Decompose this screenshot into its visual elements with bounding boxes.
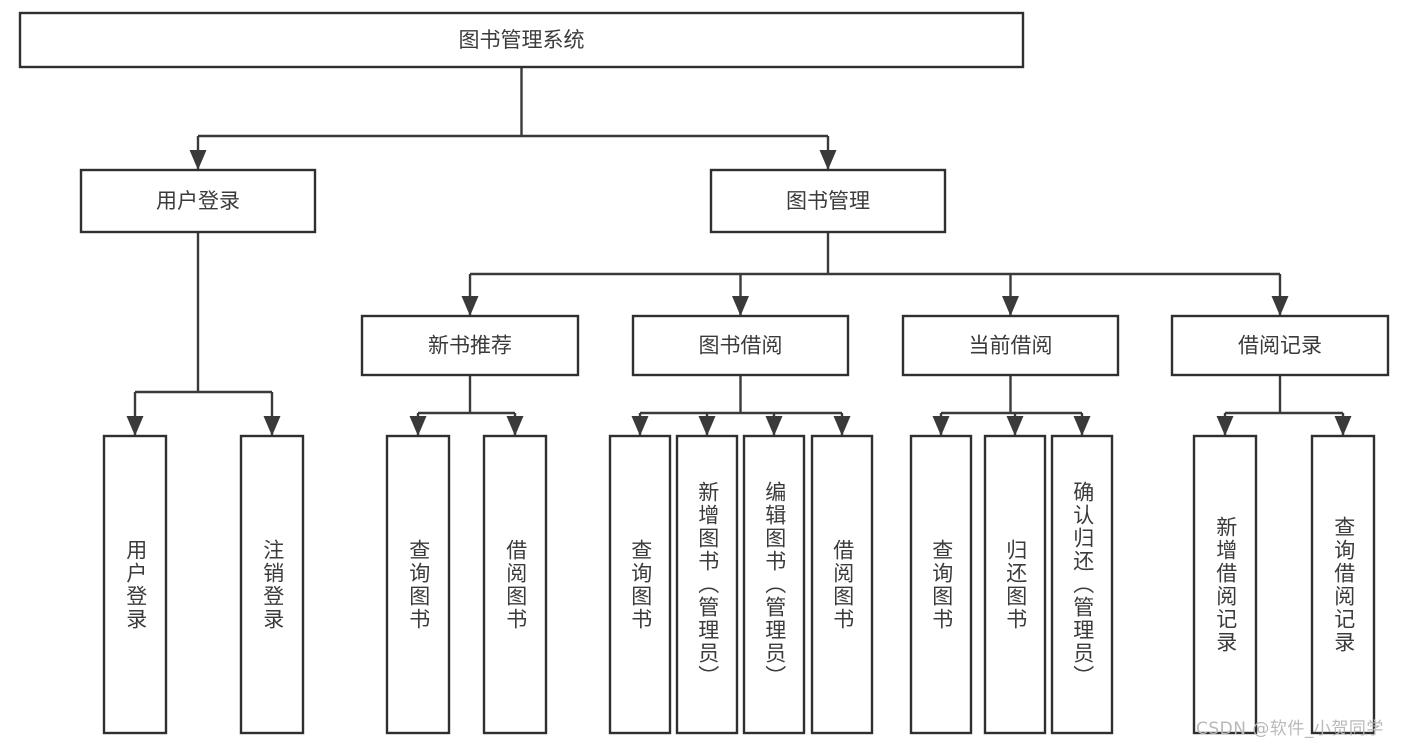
node-new-book-recommend[interactable]: 新书推荐 (360, 314, 580, 377)
bookmanage-to-l3-arrow-1 (732, 296, 749, 316)
node-leaf-borrow-book-new[interactable] (482, 434, 548, 735)
root-to-l2-arrow-0 (189, 150, 207, 170)
node-leaf-borrow-book[interactable] (810, 434, 874, 735)
new-book-recommend-to-leaves-arrow-1 (506, 416, 524, 436)
node-leaf-confirm-return[interactable] (1050, 434, 1114, 735)
root-to-l2-arrow-1 (819, 150, 837, 170)
node-box-leaf-edit-book[interactable] (742, 434, 806, 735)
bookmanage-to-l3-arrow-0 (461, 296, 479, 316)
node-box-leaf-logout[interactable] (239, 434, 305, 735)
node-box-leaf-query-book-current[interactable] (909, 434, 973, 735)
node-label-current-borrow: 当前借阅 (969, 334, 1053, 358)
node-box-book-manage[interactable] (709, 168, 947, 234)
node-borrow-record[interactable]: 借阅记录 (1170, 314, 1390, 377)
user-login-to-leaves-arrow-1 (263, 416, 281, 436)
node-label-book-manage: 图书管理 (786, 189, 870, 213)
node-box-root[interactable] (18, 11, 1025, 69)
node-label-user-login: 用户登录 (156, 189, 240, 213)
node-label-new-book-recommend: 新书推荐 (428, 334, 512, 358)
node-box-leaf-user-login[interactable] (102, 434, 168, 735)
node-box-user-login[interactable] (79, 168, 317, 234)
connectors-layer (126, 67, 1352, 436)
node-leaf-return-book[interactable] (983, 434, 1047, 735)
node-box-leaf-return-book[interactable] (983, 434, 1047, 735)
node-box-leaf-query-book-new[interactable] (385, 434, 451, 735)
node-leaf-query-borrow-record[interactable] (1310, 434, 1376, 735)
current-borrow-to-leaves-arrow-1 (1006, 416, 1024, 436)
node-label-book-borrow: 图书借阅 (699, 334, 783, 358)
node-box-book-borrow[interactable] (631, 314, 850, 377)
node-book-manage[interactable]: 图书管理 (709, 168, 947, 234)
node-leaf-query-book-borrow[interactable] (608, 434, 672, 735)
node-box-current-borrow[interactable] (901, 314, 1120, 377)
current-borrow-to-leaves-arrow-0 (932, 416, 950, 436)
bookmanage-to-l3-arrow-3 (1271, 296, 1289, 316)
node-current-borrow[interactable]: 当前借阅 (901, 314, 1120, 377)
borrow-record-to-leaves-arrow-0 (1216, 416, 1234, 436)
csdn-watermark: CSDN @软件_小贺同学 (1196, 719, 1384, 739)
bookmanage-to-l3-arrow-2 (1002, 296, 1019, 316)
node-box-leaf-query-book-borrow[interactable] (608, 434, 672, 735)
book-borrow-to-leaves-arrow-2 (765, 416, 783, 436)
current-borrow-to-leaves-arrow-2 (1073, 416, 1091, 436)
node-user-login[interactable]: 用户登录 (79, 168, 317, 234)
root-title-label: 图书管理系统 (459, 28, 585, 52)
node-leaf-query-book-current[interactable] (909, 434, 973, 735)
node-leaf-edit-book[interactable] (742, 434, 806, 735)
node-box-leaf-add-borrow-record[interactable] (1192, 434, 1258, 735)
node-box-leaf-confirm-return[interactable] (1050, 434, 1114, 735)
book-borrow-to-leaves-arrow-1 (698, 416, 716, 436)
node-leaf-query-book-new[interactable] (385, 434, 451, 735)
node-box-leaf-query-borrow-record[interactable] (1310, 434, 1376, 735)
node-leaf-user-login[interactable] (102, 434, 168, 735)
node-leaf-add-book[interactable] (675, 434, 739, 735)
book-borrow-to-leaves-arrow-0 (631, 416, 649, 436)
node-root[interactable]: 图书管理系统 (18, 11, 1025, 69)
user-login-to-leaves-arrow-0 (126, 416, 144, 436)
node-label-borrow-record: 借阅记录 (1238, 334, 1322, 358)
node-leaf-add-borrow-record[interactable] (1192, 434, 1258, 735)
node-box-leaf-borrow-book-new[interactable] (482, 434, 548, 735)
borrow-record-to-leaves-arrow-1 (1334, 416, 1352, 436)
node-box-new-book-recommend[interactable] (360, 314, 580, 377)
new-book-recommend-to-leaves-arrow-0 (409, 416, 427, 436)
node-book-borrow[interactable]: 图书借阅 (631, 314, 850, 377)
node-box-leaf-borrow-book[interactable] (810, 434, 874, 735)
node-box-leaf-add-book[interactable] (675, 434, 739, 735)
node-box-borrow-record[interactable] (1170, 314, 1390, 377)
book-borrow-to-leaves-arrow-3 (833, 416, 851, 436)
node-leaf-logout[interactable] (239, 434, 305, 735)
